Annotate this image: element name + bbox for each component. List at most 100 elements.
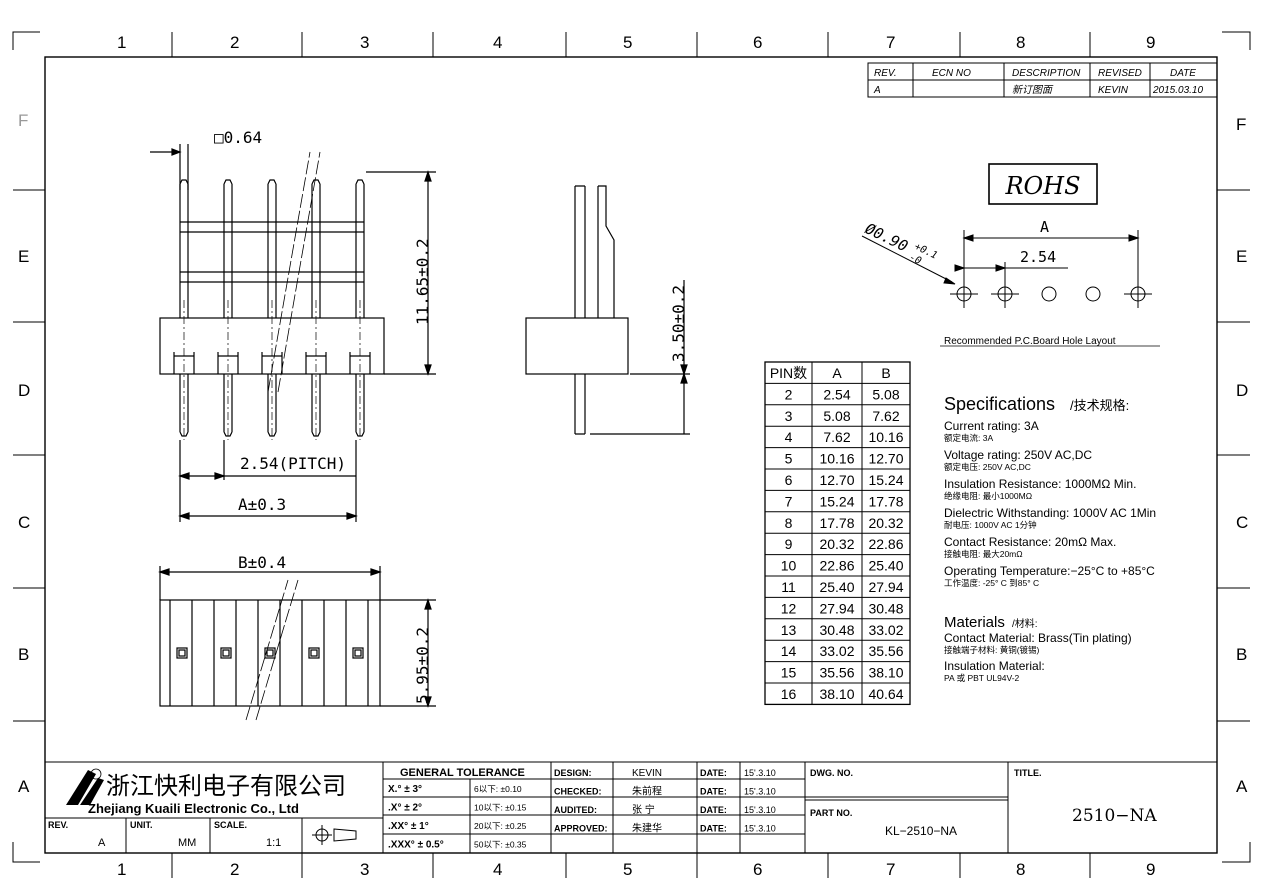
height-label: 11.65±0.2 [413,238,432,325]
title-block: 浙江快利电子有限公司 Zhejiang Kuaili Electronic Co… [44,761,1218,854]
pin-table-cell: 33.02 [868,622,903,638]
col-label: 5 [623,860,632,879]
pin-top [267,179,277,318]
pin-table-cell: 20.32 [868,515,903,531]
specifications: Specifications /技术规格: Current rating: 3A… [944,394,1156,683]
rev-header: REV. [874,68,897,79]
dwg-no-label: DWG. NO. [810,768,853,778]
pin-table-cell: 9 [785,536,793,552]
pin-table-cell: 2.54 [823,386,850,402]
pin-table-cell: 4 [785,429,793,445]
pin-table-cell: 20.32 [819,536,854,552]
pitch-label: 2.54(PITCH) [240,454,346,473]
person-name: 张 宁 [632,803,655,816]
dim-a-label: A±0.3 [238,495,286,514]
side-height-label: 3.50±0.2 [669,285,688,362]
pin-table-cell: 11 [781,579,796,595]
pin-square [176,647,188,659]
pin-square-inner [354,649,362,657]
material-item: Contact Material: Brass(Tin plating) [944,631,1132,645]
tolerance-angle: X.° ± 3° [388,784,422,795]
pin-table-header: B [881,365,890,381]
date-label: DATE: [700,824,727,834]
spec-item: Current rating: 3A [944,419,1039,433]
pin-table-cell: 30.48 [819,622,854,638]
pin-table-cell: 12.70 [868,451,903,467]
unit-value: MM [178,837,196,849]
pin-table-cell: 14 [781,643,797,659]
person-name: 朱前程 [632,785,662,798]
person-name: KEVIN [632,768,662,779]
col-label: 1 [117,860,126,879]
col-label: 8 [1016,860,1025,879]
bottom-view: B±0.4 5.95±0.2 [158,553,436,721]
tolerance-linear: 10以下: ±0.15 [474,803,527,813]
hole-layout-caption: Recommended P.C.Board Hole Layout [944,336,1116,347]
hole-diameter: Ø0.90 [862,219,910,255]
hole-crosshair [991,280,1019,308]
row-label: C [18,513,30,532]
pin-square [264,647,276,659]
pin-top [179,179,189,318]
spec-item-cn: 额定电压: 250V AC,DC [944,462,1031,472]
row-label: D [18,381,30,400]
date-label: DATE: [700,768,727,778]
pin-table-cell: 40.64 [868,686,903,702]
row-label: A [1236,777,1248,796]
pin-square-inner [222,649,230,657]
front-view: □0.64 2.54(PITCH) A±0.3 11.65±0.2 [150,128,436,522]
pin-table-cell: 8 [785,515,793,531]
pin-table-cell: 7.62 [872,408,899,424]
company-en: Zhejiang Kuaili Electronic Co., Ltd [88,801,299,816]
spec-item: Operating Temperature:−25°C to +85°C [944,564,1155,578]
pin-table-cell: 10 [781,558,797,574]
spec-title-cn: /技术规格: [1070,398,1129,413]
rohs-mark: ROHS [988,163,1098,205]
col-label: 7 [886,860,895,879]
title-label: TITLE. [1014,768,1042,778]
pin-table-cell: 6 [785,472,793,488]
col-label: 4 [493,860,502,879]
dim-b-label: B±0.4 [238,553,286,572]
spec-item-cn: 接触电阻: 最大20mΩ [944,549,1023,559]
date-label: DATE: [700,787,727,797]
col-label: 6 [753,33,762,52]
pin-square [308,647,320,659]
title-value: 2510−NA [1072,806,1157,826]
pin-table-cell: 7.62 [823,429,850,445]
col-label: 3 [360,33,369,52]
pin-top [223,179,233,318]
col-label: 1 [117,33,126,52]
spec-item-cn: 工作温度: -25° C 到85° C [944,578,1039,588]
pin-table-cell: 38.10 [868,665,903,681]
ecn-header: ECN NO [932,68,971,79]
tolerance-title: GENERAL TOLERANCE [400,767,525,779]
col-label: 7 [886,33,895,52]
row-label: E [1236,247,1247,266]
pin-table-cell: 30.48 [868,600,903,616]
pin-table-cell: 22.86 [819,558,854,574]
hole-circle [1085,286,1101,302]
material-item-cn: 接触端子材料: 黄铜(镀锡) [944,645,1040,655]
pin-square-inner [178,649,186,657]
col-label: 2 [230,860,239,879]
tolerance-angle: .XXX° ± 0.5° [388,840,444,851]
pin-table-cell: 5.08 [872,386,899,402]
tolerance-linear: 50以下: ±0.35 [474,840,527,850]
col-label: 3 [360,860,369,879]
row-label: B [1236,645,1247,664]
pin-table-cell: 3 [785,408,793,424]
pin-top [311,179,321,318]
pin-table-cell: 25.40 [819,579,854,595]
tolerance-linear: 6以下: ±0.10 [474,784,522,794]
date-value: 15'.3.10 [744,787,776,797]
revised-header: REVISED [1098,68,1142,79]
rev-label: REV. [48,820,68,830]
revision-table: REV. ECN NO DESCRIPTION REVISED DATE A 新… [867,62,1218,98]
role-label: APPROVED: [554,824,608,834]
pin-table-header: A [832,365,842,381]
tolerance-angle: .XX° ± 1° [388,821,429,832]
pin-table-cell: 17.78 [819,515,854,531]
row-label: F [18,111,28,130]
description-header: DESCRIPTION [1012,68,1081,79]
